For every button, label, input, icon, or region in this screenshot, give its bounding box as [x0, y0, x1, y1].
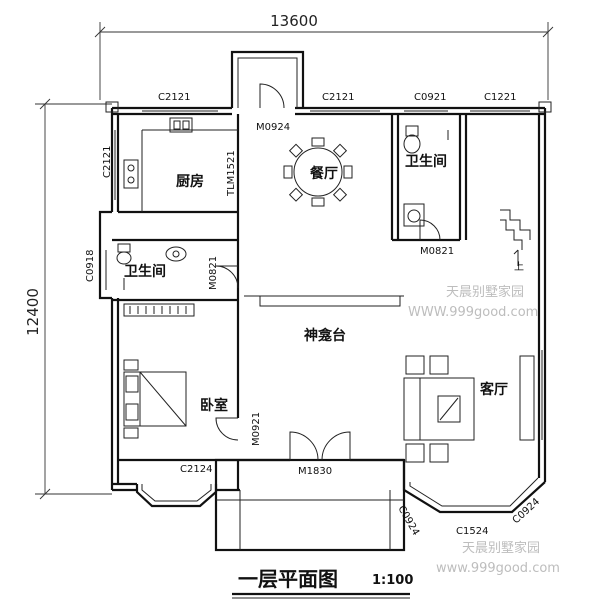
front-porch — [214, 458, 406, 552]
label-m0821-b: M0821 — [208, 256, 219, 290]
windows — [105, 110, 543, 440]
watermark-name-1: 天晨别墅家园 — [446, 284, 524, 300]
label-c2121-b: C2121 — [322, 92, 354, 103]
room-shrine: 神龛台 — [304, 327, 346, 344]
label-c0924-a: C0924 — [395, 504, 421, 538]
doors — [215, 83, 441, 461]
dimension-lines — [35, 22, 554, 500]
room-bath-left: 卫生间 — [124, 263, 166, 280]
room-dining: 餐厅 — [309, 165, 338, 182]
bedroom-bay-window — [135, 484, 218, 508]
label-m0921: M0921 — [251, 412, 262, 446]
label-c1524: C1524 — [456, 526, 488, 537]
bedroom-fixtures — [123, 303, 195, 439]
dining-table — [283, 137, 353, 207]
interior-walls — [112, 114, 468, 490]
label-c2121-a: C2121 — [158, 92, 190, 103]
label-m1830: M1830 — [298, 466, 332, 477]
label-m0924: M0924 — [256, 122, 290, 133]
staircase — [500, 209, 531, 266]
plan-scale: 1:100 — [372, 573, 413, 588]
watermark-name-2: 天晨别墅家园 — [462, 540, 540, 556]
exterior-walls — [98, 50, 552, 492]
watermark-url-2: www.999good.com — [436, 561, 560, 576]
plan-title: 一层平面图 — [238, 567, 338, 591]
watermark-url-1: WWW.999good.com — [408, 305, 538, 320]
kitchen-fixtures — [123, 117, 193, 189]
label-tlm1521: TLM1521 — [226, 150, 237, 197]
stair-up-label: 上 — [514, 261, 524, 273]
overall-height-dimension: 12400 — [24, 288, 42, 336]
left-bath-fixtures — [116, 243, 187, 290]
label-c0918: C0918 — [85, 250, 96, 282]
room-kitchen: 厨房 — [176, 173, 204, 190]
overall-width-dimension: 13600 — [270, 12, 318, 30]
label-c1221: C1221 — [484, 92, 516, 103]
label-c0921: C0921 — [414, 92, 446, 103]
label-m0821-a: M0821 — [420, 246, 454, 257]
room-bath-upper: 卫生间 — [405, 153, 447, 170]
room-bedroom: 卧室 — [200, 397, 228, 414]
living-fixtures — [403, 355, 535, 463]
label-c2124: C2124 — [180, 464, 212, 475]
label-c2121-side: C2121 — [102, 146, 113, 178]
upper-bath-fixtures — [403, 125, 449, 227]
room-living: 客厅 — [479, 381, 508, 398]
